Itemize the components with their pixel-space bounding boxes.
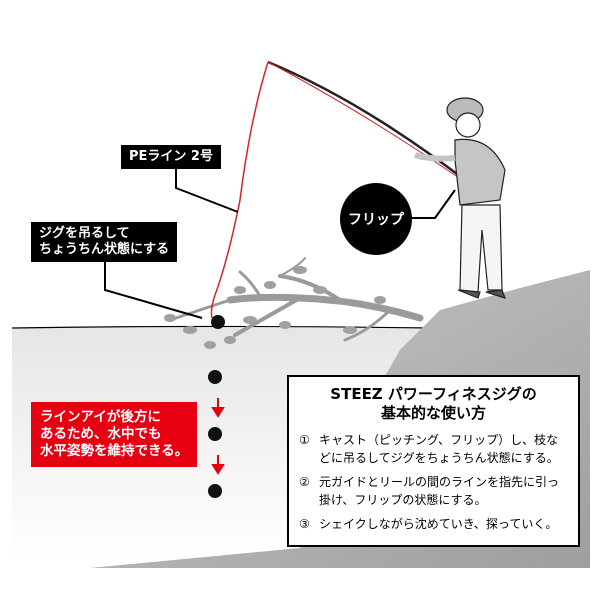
info-title-line1: STEEZ パワーフィネスジグの bbox=[330, 385, 537, 403]
step-number: ② bbox=[299, 475, 310, 489]
pe-line-label: PEライン 2号 bbox=[121, 145, 221, 169]
info-step: ① キャスト（ピッチング、フリップ）し、枝などに吊るしてジグをちょうちん状態にする… bbox=[299, 431, 568, 467]
sink-arrows-icon bbox=[211, 398, 225, 475]
tree-branches-icon bbox=[164, 257, 424, 349]
step-number: ③ bbox=[299, 517, 310, 531]
jig-icons bbox=[208, 315, 225, 498]
angler-figure-icon bbox=[414, 97, 506, 299]
jig-hang-label: ジグを吊るして ちょうちん状態にする bbox=[31, 222, 178, 262]
flip-label: フリップ bbox=[348, 212, 404, 228]
usage-info-box: STEEZ パワーフィネスジグの 基本的な使い方 ① キャスト（ピッチング、フリッ… bbox=[287, 375, 580, 547]
info-step: ③ シェイクしながら沈めていき、探っていく。 bbox=[299, 515, 568, 533]
step-number: ① bbox=[299, 433, 310, 447]
step-text: キャスト（ピッチング、フリップ）し、枝などに吊るしてジグをちょうちん状態にする。 bbox=[319, 433, 559, 465]
step-text: シェイクしながら沈めていき、探っていく。 bbox=[319, 517, 558, 531]
callout-lines bbox=[104, 163, 456, 319]
info-step: ② 元ガイドとリールの間のラインを指先に引っ掛け、フリップの状態にする。 bbox=[299, 473, 568, 509]
info-title-line2: 基本的な使い方 bbox=[380, 404, 486, 422]
info-title: STEEZ パワーフィネスジグの 基本的な使い方 bbox=[299, 385, 568, 423]
step-text: 元ガイドとリールの間のラインを指先に引っ掛け、フリップの状態にする。 bbox=[319, 475, 560, 507]
flip-badge: フリップ bbox=[340, 183, 412, 255]
line-eye-note: ラインアイが後方に あるため、水中でも 水平姿勢を維持できる。 bbox=[31, 402, 198, 467]
